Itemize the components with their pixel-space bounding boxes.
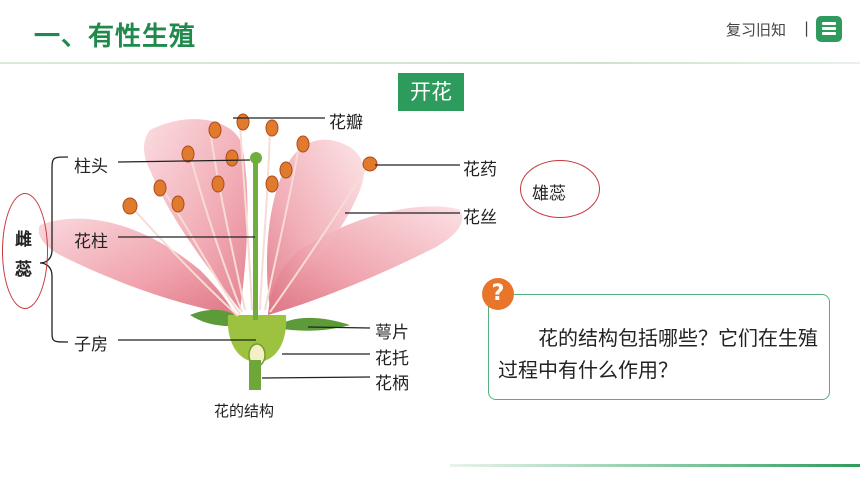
- question-text: 花的结构包括哪些？它们在生殖过程中有什么作用？: [498, 326, 818, 382]
- label-filament: 花丝: [463, 208, 497, 228]
- pistil-group-label: 雌蕊: [15, 230, 32, 280]
- flower-illustration: [38, 113, 463, 390]
- question-icon: ?: [482, 278, 514, 310]
- page-title: 一、有性生殖: [34, 22, 197, 52]
- label-petal: 花瓣: [329, 113, 363, 133]
- label-pedicel: 花柄: [375, 374, 409, 394]
- label-receptacle: 花托: [375, 349, 409, 369]
- question-box: [488, 294, 830, 400]
- label-style: 花柱: [74, 232, 108, 252]
- stamen-group-label: 雄蕊: [532, 184, 566, 204]
- section-tag: 开花: [398, 73, 464, 111]
- label-anther: 花药: [463, 160, 497, 180]
- figure-caption: 花的结构: [214, 402, 275, 420]
- pistil-circle: [2, 193, 48, 309]
- label-ovary: 子房: [74, 335, 108, 355]
- label-sepal: 萼片: [375, 323, 409, 343]
- book-icon[interactable]: [816, 16, 842, 42]
- header-divider: [0, 62, 860, 64]
- label-stigma: 柱头: [74, 157, 108, 177]
- stamen-circle: [520, 160, 600, 218]
- header-separator: |: [804, 19, 810, 37]
- review-label: 复习旧知: [726, 21, 787, 39]
- footer-divider: [450, 464, 860, 467]
